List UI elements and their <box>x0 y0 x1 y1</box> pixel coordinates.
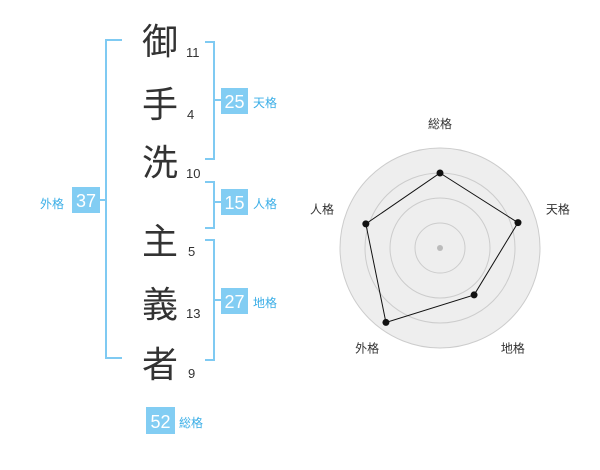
stroke-count-3: 10 <box>186 166 200 181</box>
jinkaku-bracket <box>205 181 222 229</box>
radar-point-1 <box>436 169 444 177</box>
radar-axis-label-3: 地格 <box>501 340 525 355</box>
tenkaku-bracket <box>205 41 222 160</box>
soukaku-badge: 52 総格 <box>146 407 203 434</box>
chikaku-badge: 27 地格 <box>221 288 277 314</box>
name-char-1: 御 <box>142 22 178 63</box>
chikaku-label: 地格 <box>253 295 277 310</box>
stroke-count-6: 9 <box>188 366 195 381</box>
stroke-count-2: 4 <box>187 107 194 122</box>
radar-ring-2 <box>389 197 491 299</box>
radar-point-4 <box>382 318 390 326</box>
tenkaku-value: 25 <box>224 92 244 112</box>
gaikaku-label: 外格 <box>40 196 64 211</box>
gaikaku-bracket <box>100 39 122 359</box>
chikaku-bracket <box>205 239 222 361</box>
name-char-4: 主 <box>142 222 178 263</box>
name-char-2: 手 <box>142 85 178 126</box>
radar-axis-label-4: 外格 <box>355 340 379 355</box>
jinkaku-label: 人格 <box>253 196 277 211</box>
radar-ring-1 <box>414 222 466 274</box>
radar-point-3 <box>470 291 478 299</box>
radar-point-5 <box>362 220 370 228</box>
radar-ring-4 <box>339 147 541 349</box>
stroke-count-5: 13 <box>186 306 200 321</box>
gaikaku-badge: 外格 37 <box>40 187 100 213</box>
brackets <box>100 39 222 361</box>
name-characters: 御 手 洗 主 義 者 <box>142 22 178 386</box>
tenkaku-label: 天格 <box>253 95 277 110</box>
radar-data-polygon <box>365 172 519 324</box>
gaikaku-value: 37 <box>76 191 96 211</box>
tenkaku-badge: 25 天格 <box>221 88 277 114</box>
name-char-3: 洗 <box>142 143 178 184</box>
radar-axis-label-5: 人格 <box>310 202 334 217</box>
name-char-5: 義 <box>142 285 178 326</box>
chikaku-value: 27 <box>224 292 244 312</box>
name-char-6: 者 <box>142 345 178 386</box>
stroke-counts: 11 4 10 5 13 9 <box>186 45 200 381</box>
radar-point-2 <box>514 219 522 227</box>
stroke-count-1: 11 <box>186 45 200 60</box>
jinkaku-badge: 15 人格 <box>221 189 277 215</box>
soukaku-label: 総格 <box>179 415 203 430</box>
radar-center-dot <box>437 245 443 251</box>
radar-axis-label-1: 総格 <box>428 116 452 131</box>
jinkaku-value: 15 <box>224 193 244 213</box>
stroke-count-4: 5 <box>188 244 195 259</box>
soukaku-value: 52 <box>150 412 170 432</box>
radar-axis-label-2: 天格 <box>546 202 570 217</box>
